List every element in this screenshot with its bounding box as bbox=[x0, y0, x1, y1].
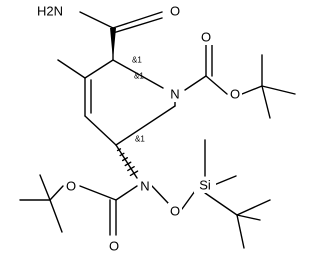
label-mask bbox=[168, 3, 182, 19]
bond bbox=[236, 214, 245, 249]
bond bbox=[181, 190, 196, 210]
bond bbox=[151, 185, 169, 204]
label-mask bbox=[64, 178, 78, 194]
bond bbox=[241, 85, 263, 95]
silicon-label: Si bbox=[199, 178, 211, 193]
bond bbox=[236, 199, 271, 216]
label-mask bbox=[199, 29, 213, 45]
hash-bond-segment bbox=[127, 165, 135, 172]
label-mask bbox=[35, 2, 63, 18]
bond bbox=[204, 192, 238, 216]
hash-bond-segment bbox=[116, 148, 122, 152]
hash-bond-segment bbox=[119, 152, 125, 157]
bond bbox=[115, 144, 138, 179]
bond bbox=[79, 11, 114, 29]
ring-nitrogen-label: N bbox=[170, 87, 179, 102]
bond bbox=[184, 75, 207, 91]
bond bbox=[115, 105, 176, 146]
bond bbox=[236, 214, 261, 221]
n-oxy-oxygen-label: O bbox=[170, 204, 180, 219]
label-mask bbox=[107, 238, 121, 254]
label-mask bbox=[194, 177, 216, 193]
bond bbox=[49, 199, 63, 233]
stereo-label-c5: &1 bbox=[135, 135, 145, 144]
label-mask bbox=[228, 86, 242, 102]
bond bbox=[205, 75, 228, 95]
wedge-bond bbox=[110, 28, 116, 60]
hash-bond-segment bbox=[129, 170, 139, 177]
bond bbox=[39, 174, 51, 201]
bond bbox=[84, 115, 117, 146]
bond bbox=[115, 185, 138, 201]
bond bbox=[112, 59, 164, 89]
boc1-carbonyl-oxygen-label: O bbox=[201, 30, 211, 45]
hash-bond-segment bbox=[122, 157, 128, 162]
bond bbox=[79, 185, 117, 201]
amide-oxygen-label: O bbox=[170, 4, 180, 19]
stereo-bonds bbox=[110, 28, 139, 177]
bond bbox=[57, 59, 86, 79]
boc1-ester-oxygen-label: O bbox=[230, 87, 240, 102]
atom-labels: H2N O N O O N O O O Si &1 &1 &1 bbox=[35, 2, 242, 254]
hash-bond-segment bbox=[124, 161, 132, 167]
bond-lines bbox=[19, 11, 296, 249]
bond bbox=[261, 85, 271, 119]
boc2-ester-oxygen-label: O bbox=[66, 179, 76, 194]
bond bbox=[261, 85, 296, 95]
bond bbox=[84, 59, 114, 79]
boc2-carbonyl-oxygen-label: O bbox=[109, 239, 119, 254]
bond bbox=[112, 17, 163, 34]
carbamate-nitrogen-label: N bbox=[140, 179, 149, 194]
label-mask bbox=[138, 178, 152, 194]
bond bbox=[213, 175, 237, 186]
bond bbox=[49, 185, 64, 201]
label-mask bbox=[168, 86, 182, 102]
bond bbox=[112, 11, 163, 29]
amide-nh2-label: H2N bbox=[37, 4, 63, 19]
stereo-label-c2: &1 bbox=[132, 56, 142, 65]
stereo-label-c2-alt: &1 bbox=[134, 72, 144, 81]
label-mask bbox=[168, 203, 182, 219]
